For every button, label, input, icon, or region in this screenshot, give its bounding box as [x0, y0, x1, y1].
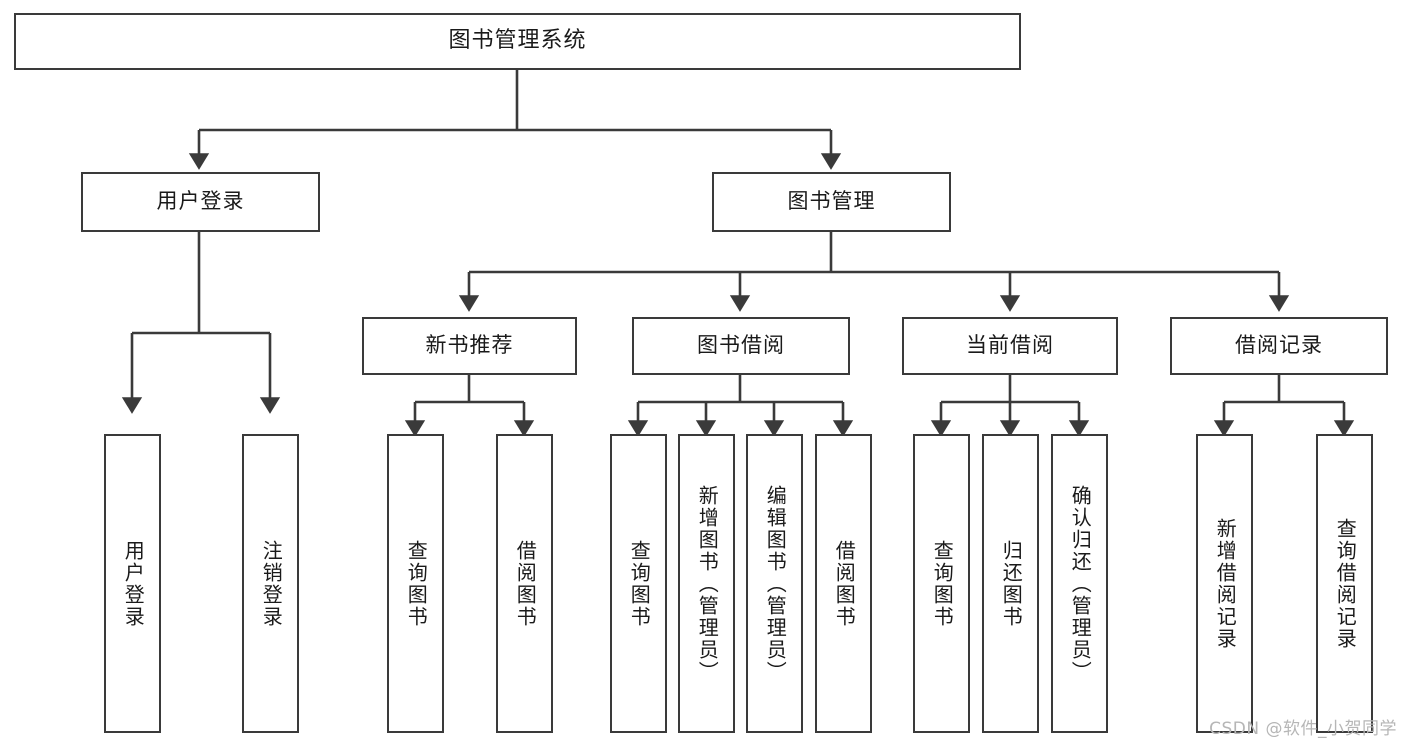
leaf-current-confirm-return-admin[interactable]: 确认归还（管理员） — [1051, 434, 1108, 733]
leaf-label: 查询图书 — [627, 539, 652, 628]
leaf-new-book-query[interactable]: 查询图书 — [387, 434, 444, 733]
leaf-label: 查询图书 — [404, 539, 429, 628]
leaf-record-query[interactable]: 查询借阅记录 — [1316, 434, 1373, 733]
leaf-label: 归还图书 — [999, 539, 1024, 628]
leaf-user-login-signout[interactable]: 注销登录 — [242, 434, 299, 733]
leaf-label: 查询借阅记录 — [1333, 517, 1358, 650]
leaf-label: 借阅图书 — [513, 539, 538, 628]
node-root-system[interactable]: 图书管理系统 — [14, 13, 1021, 70]
node-current-borrow[interactable]: 当前借阅 — [902, 317, 1118, 375]
leaf-label: 借阅图书 — [832, 539, 857, 628]
leaf-label: 编辑图书（管理员） — [763, 484, 788, 683]
leaf-label: 查询图书 — [930, 539, 955, 628]
leaf-label: 新增借阅记录 — [1213, 517, 1238, 650]
leaf-current-query-book[interactable]: 查询图书 — [913, 434, 970, 733]
leaf-label: 注销登录 — [259, 539, 284, 628]
csdn-watermark: CSDN @软件_小贺同学 — [1209, 719, 1397, 739]
node-new-book-recommend[interactable]: 新书推荐 — [362, 317, 577, 375]
leaf-borrow-add-book-admin[interactable]: 新增图书（管理员） — [678, 434, 735, 733]
leaf-borrow-edit-book-admin[interactable]: 编辑图书（管理员） — [746, 434, 803, 733]
node-book-borrow[interactable]: 图书借阅 — [632, 317, 850, 375]
leaf-label: 用户登录 — [121, 539, 146, 628]
leaf-new-book-borrow[interactable]: 借阅图书 — [496, 434, 553, 733]
leaf-borrow-query-book[interactable]: 查询图书 — [610, 434, 667, 733]
leaf-current-return-book[interactable]: 归还图书 — [982, 434, 1039, 733]
leaf-user-login-signin[interactable]: 用户登录 — [104, 434, 161, 733]
node-borrow-record[interactable]: 借阅记录 — [1170, 317, 1388, 375]
leaf-label: 新增图书（管理员） — [695, 484, 720, 683]
node-book-management[interactable]: 图书管理 — [712, 172, 951, 232]
leaf-borrow-borrow-book[interactable]: 借阅图书 — [815, 434, 872, 733]
leaf-record-add[interactable]: 新增借阅记录 — [1196, 434, 1253, 733]
leaf-label: 确认归还（管理员） — [1068, 484, 1093, 683]
node-user-login[interactable]: 用户登录 — [81, 172, 320, 232]
